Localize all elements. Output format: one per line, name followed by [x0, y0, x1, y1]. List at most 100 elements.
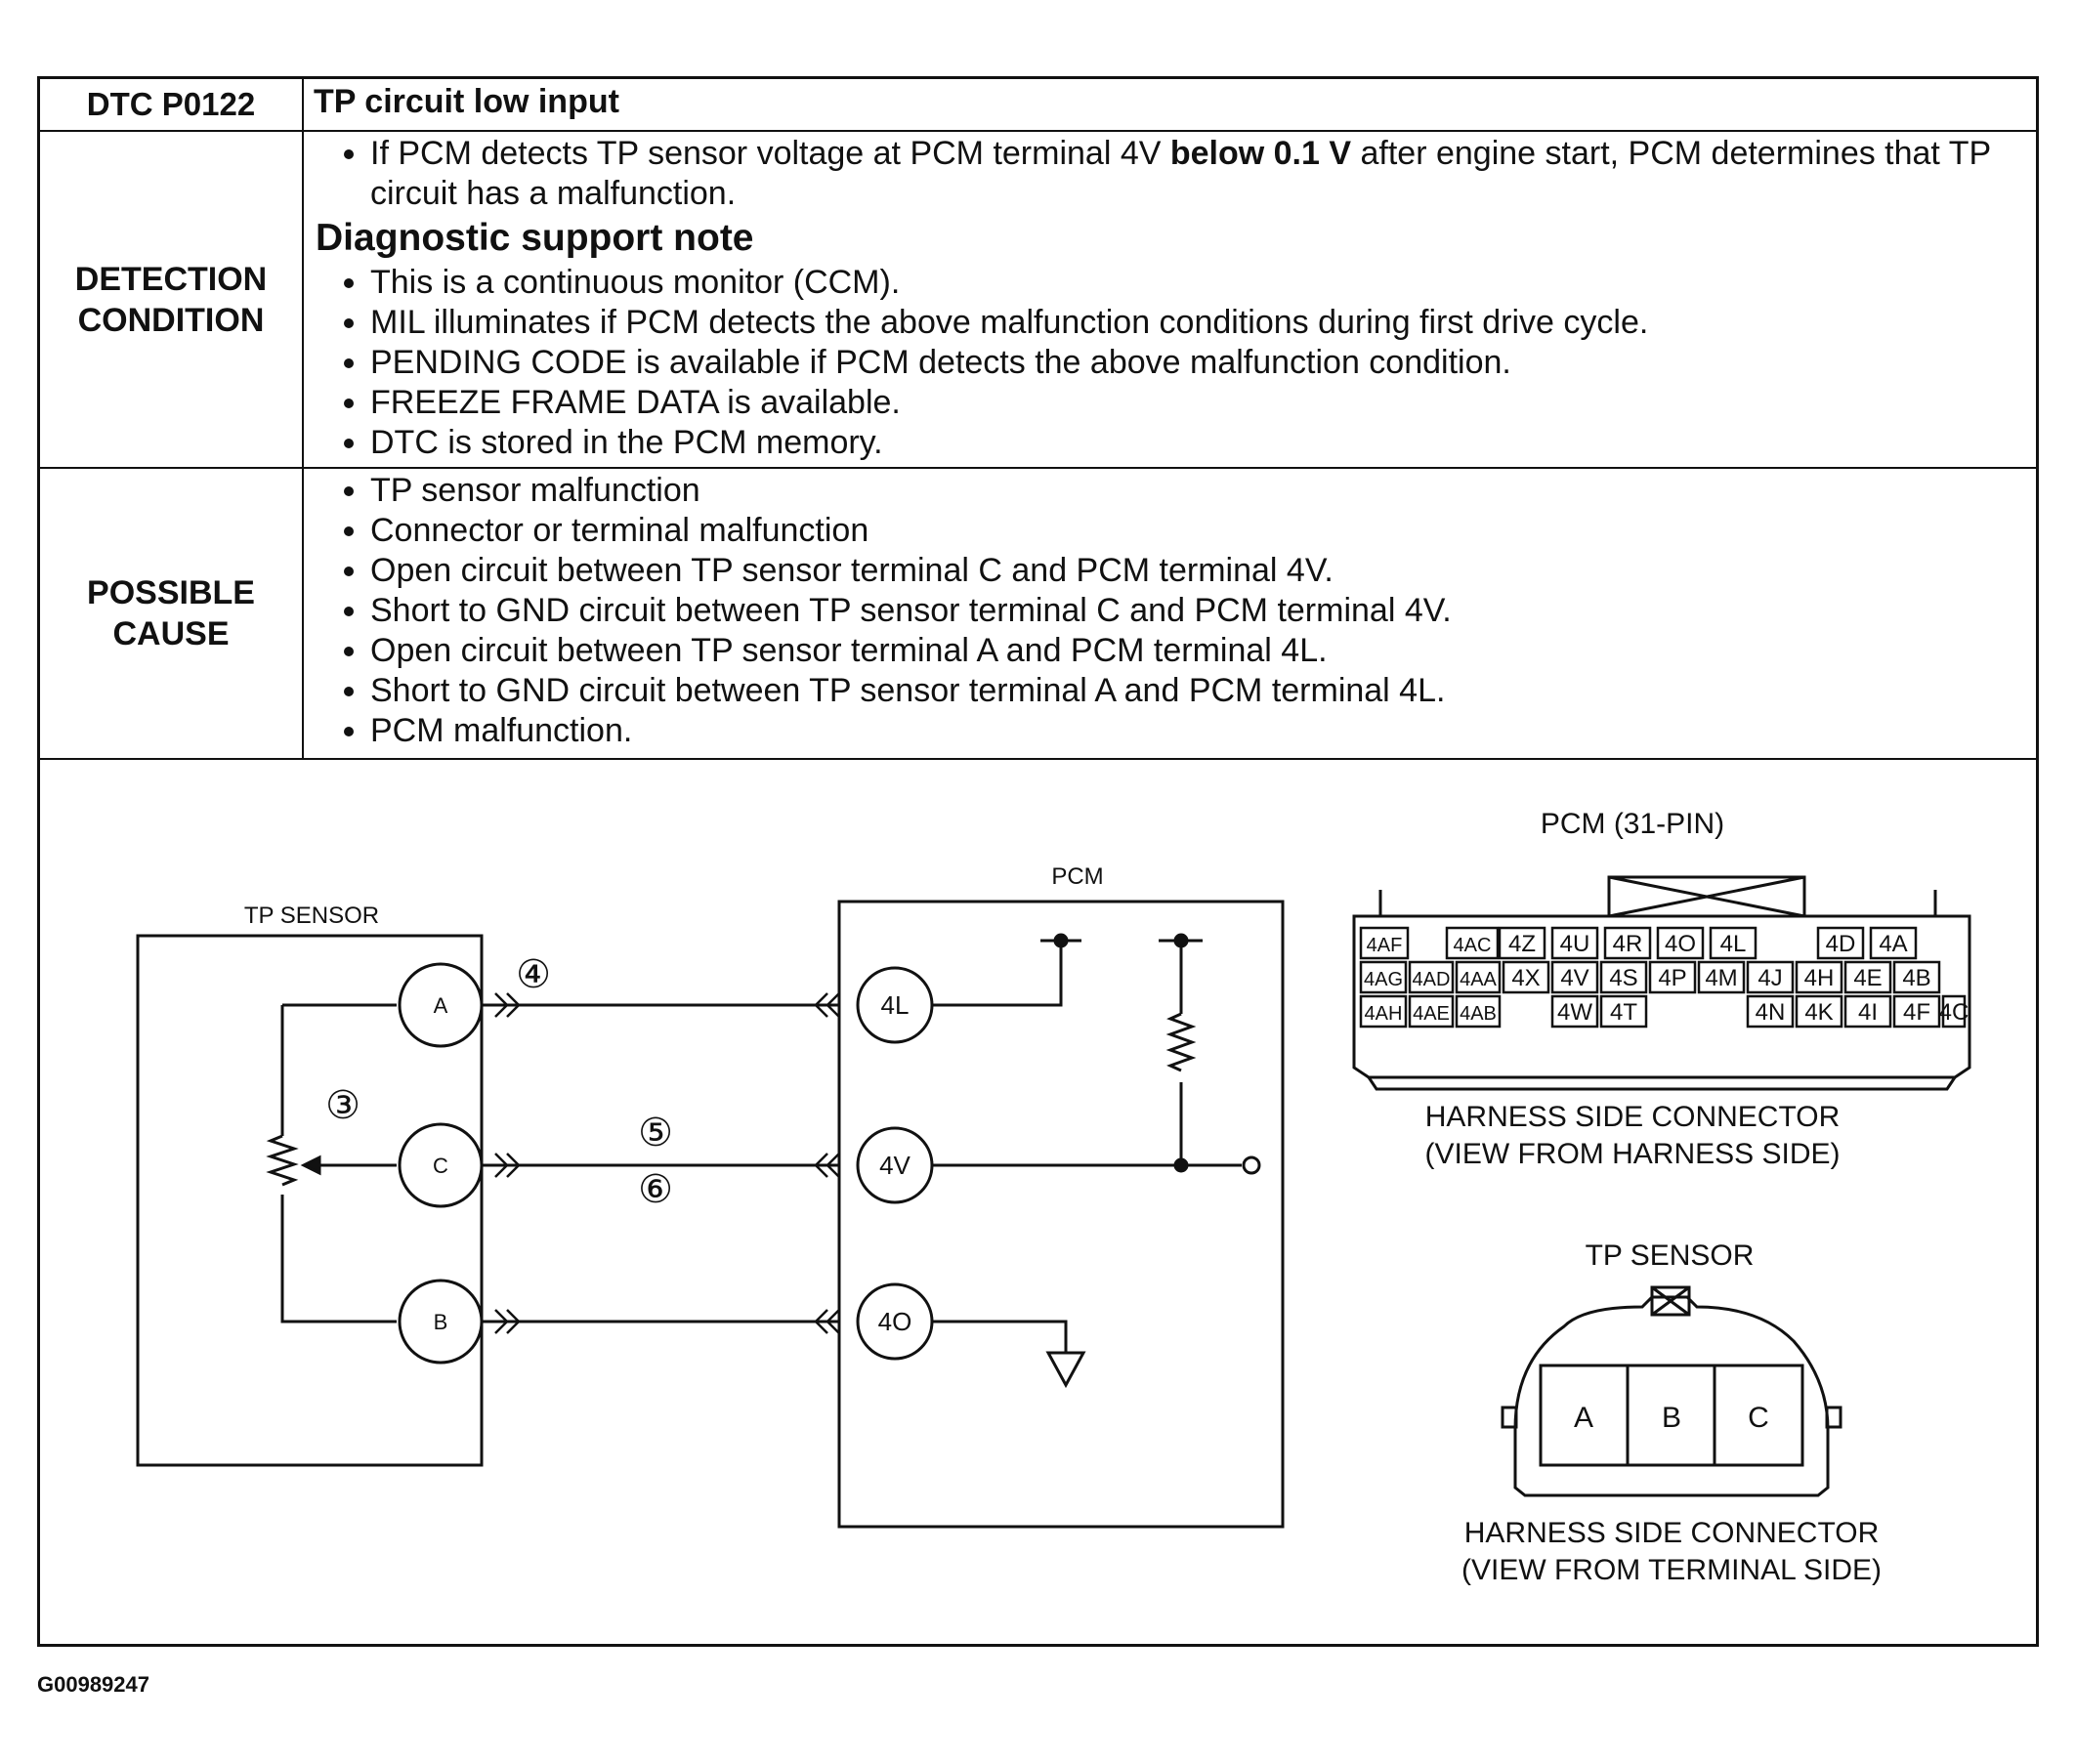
tp-caption-line2: (VIEW FROM TERMINAL SIDE)	[1461, 1554, 1882, 1586]
pin-cell	[1746, 994, 1795, 1029]
intro-text-a: If PCM detects TP sensor voltage at PCM …	[370, 135, 1170, 172]
terminal-4l-label: 4L	[881, 990, 910, 1020]
latch-icon	[1607, 875, 1806, 918]
wiring-diagram: TP SENSOR PCM A C B 4L 4V 4O ④ ③ ⑤ ⑥ PCM…	[136, 808, 1971, 1586]
signal-test-point	[1242, 1155, 1261, 1175]
support-note: MIL illuminates if PCM detects the above…	[370, 303, 2024, 343]
detection-intro-list: If PCM detects TP sensor voltage at PCM …	[316, 134, 2024, 214]
pin-cell	[1892, 994, 1941, 1029]
pin-cell	[1550, 994, 1599, 1029]
pin-cell	[1359, 926, 1410, 960]
support-note: FREEZE FRAME DATA is available.	[370, 383, 2024, 423]
pcm-label: PCM	[1051, 863, 1103, 890]
terminal-4v-label: 4V	[879, 1151, 910, 1180]
pin-label: 4AD	[1413, 969, 1451, 990]
pin-cell	[1941, 994, 1967, 1029]
tp-caption-line1: HARNESS SIDE CONNECTOR	[1464, 1517, 1880, 1549]
pin-label: 4Z	[1508, 931, 1536, 957]
tp-sensor-label: TP SENSOR	[244, 903, 379, 929]
cause-label-line2: CAUSE	[112, 615, 230, 652]
wires	[483, 1003, 839, 1323]
pin-label: 4X	[1511, 965, 1540, 991]
pin-cell	[1892, 960, 1941, 994]
pcm-terminal-4v	[856, 1126, 934, 1204]
pcm-connector-title: PCM (31-PIN)	[1541, 808, 1724, 840]
tp-sensor-box	[136, 934, 484, 1467]
pin-label: 4P	[1658, 965, 1686, 991]
pin-label: 4O	[1665, 931, 1696, 957]
cause-item: Short to GND circuit between TP sensor t…	[370, 591, 2024, 631]
support-note: This is a continuous monitor (CCM).	[370, 263, 2024, 303]
tp-latch-icon	[1650, 1285, 1691, 1317]
pin-cell	[1599, 994, 1648, 1029]
terminal-b-label: B	[434, 1310, 448, 1334]
step-mark-5: ⑤	[638, 1112, 673, 1155]
pin-label: 4AE	[1413, 1003, 1450, 1025]
terminal-c-label: C	[433, 1154, 448, 1178]
cause-item: Open circuit between TP sensor terminal …	[370, 551, 2024, 591]
pin-cell	[1746, 960, 1795, 994]
pin-label: 4W	[1557, 999, 1592, 1026]
pin-cell	[1843, 960, 1892, 994]
pcm-connector: PCM (31-PIN) HARNESS SIDE CONNECTOR (VIE…	[1352, 808, 1971, 1170]
pin-cell	[1550, 926, 1599, 960]
pcm-box	[837, 900, 1285, 1529]
possible-cause-content: TP sensor malfunction Connector or termi…	[302, 467, 2036, 760]
pin-label: 4K	[1804, 999, 1833, 1026]
cause-list: TP sensor malfunction Connector or termi…	[316, 471, 2024, 751]
ground-icon	[1045, 1351, 1086, 1389]
pin-label: 4B	[1902, 965, 1930, 991]
cause-item: Open circuit between TP sensor terminal …	[370, 631, 2024, 671]
pin-cell	[1455, 994, 1502, 1029]
pin-label: 4F	[1903, 999, 1930, 1026]
pin-label: 4A	[1879, 931, 1907, 957]
cause-label-line1: POSSIBLE	[87, 574, 255, 611]
detection-intro: If PCM detects TP sensor voltage at PCM …	[370, 134, 2024, 214]
tp-pin-c: C	[1748, 1402, 1769, 1434]
pin-label: 4L	[1720, 931, 1747, 957]
header-row: DTC P0122 TP circuit low input	[40, 79, 2036, 132]
dtc-table: DTC P0122 TP circuit low input DETECTION…	[40, 79, 2036, 760]
dtc-document: DTC P0122 TP circuit low input DETECTION…	[37, 76, 2039, 1647]
cause-item: Short to GND circuit between TP sensor t…	[370, 671, 2024, 711]
detection-label-line2: CONDITION	[77, 301, 265, 339]
pullup-resistor	[1165, 1012, 1197, 1072]
pin-label: 4I	[1858, 999, 1878, 1026]
possible-cause-label: POSSIBLE CAUSE	[40, 467, 304, 760]
tp-sensor-connector: TP SENSOR A B C HARNESS SIDE CONNECTOR (…	[1461, 1239, 1882, 1586]
sensor-terminal-c	[398, 1122, 484, 1208]
pin-label: 4AB	[1460, 1003, 1497, 1025]
support-note: PENDING CODE is available if PCM detects…	[370, 343, 2024, 383]
pin-label: 4AH	[1365, 1003, 1403, 1025]
terminal-a-label: A	[434, 993, 448, 1018]
pin-cell	[1498, 926, 1546, 960]
pin-cell	[1550, 960, 1599, 994]
tp-pin-b: B	[1662, 1402, 1681, 1434]
pin-label: 4H	[1804, 965, 1835, 991]
pcm-caption-line1: HARNESS SIDE CONNECTOR	[1425, 1101, 1841, 1133]
pcm-caption-line2: (VIEW FROM HARNESS SIDE)	[1424, 1138, 1840, 1170]
detection-row: DETECTION CONDITION If PCM detects TP se…	[40, 130, 2036, 469]
pin-label: 4T	[1610, 999, 1637, 1026]
support-note: DTC is stored in the PCM memory.	[370, 423, 2024, 463]
pin-label: 4D	[1826, 931, 1856, 957]
pin-cell	[1795, 994, 1843, 1029]
tp-connector-title: TP SENSOR	[1586, 1239, 1755, 1272]
pin-cell	[1843, 994, 1892, 1029]
dtc-title: TP circuit low input	[302, 79, 2036, 132]
pin-label: 4E	[1853, 965, 1882, 991]
pin-cell	[1656, 926, 1705, 960]
detection-label-line1: DETECTION	[74, 260, 268, 298]
pin-label: 4S	[1609, 965, 1637, 991]
cause-item: PCM malfunction.	[370, 711, 2024, 751]
detection-content: If PCM detects TP sensor voltage at PCM …	[302, 130, 2036, 469]
pin-label: 4N	[1756, 999, 1786, 1026]
pin-label: 4M	[1705, 965, 1737, 991]
pin-cell	[1502, 960, 1550, 994]
pin-cell	[1816, 926, 1865, 960]
pin-label: 4AF	[1367, 935, 1403, 956]
intro-threshold: below 0.1 V	[1169, 135, 1352, 172]
step-mark-6: ⑥	[638, 1168, 673, 1211]
cause-item: TP sensor malfunction	[370, 471, 2024, 511]
pin-label: 4AA	[1460, 969, 1497, 990]
